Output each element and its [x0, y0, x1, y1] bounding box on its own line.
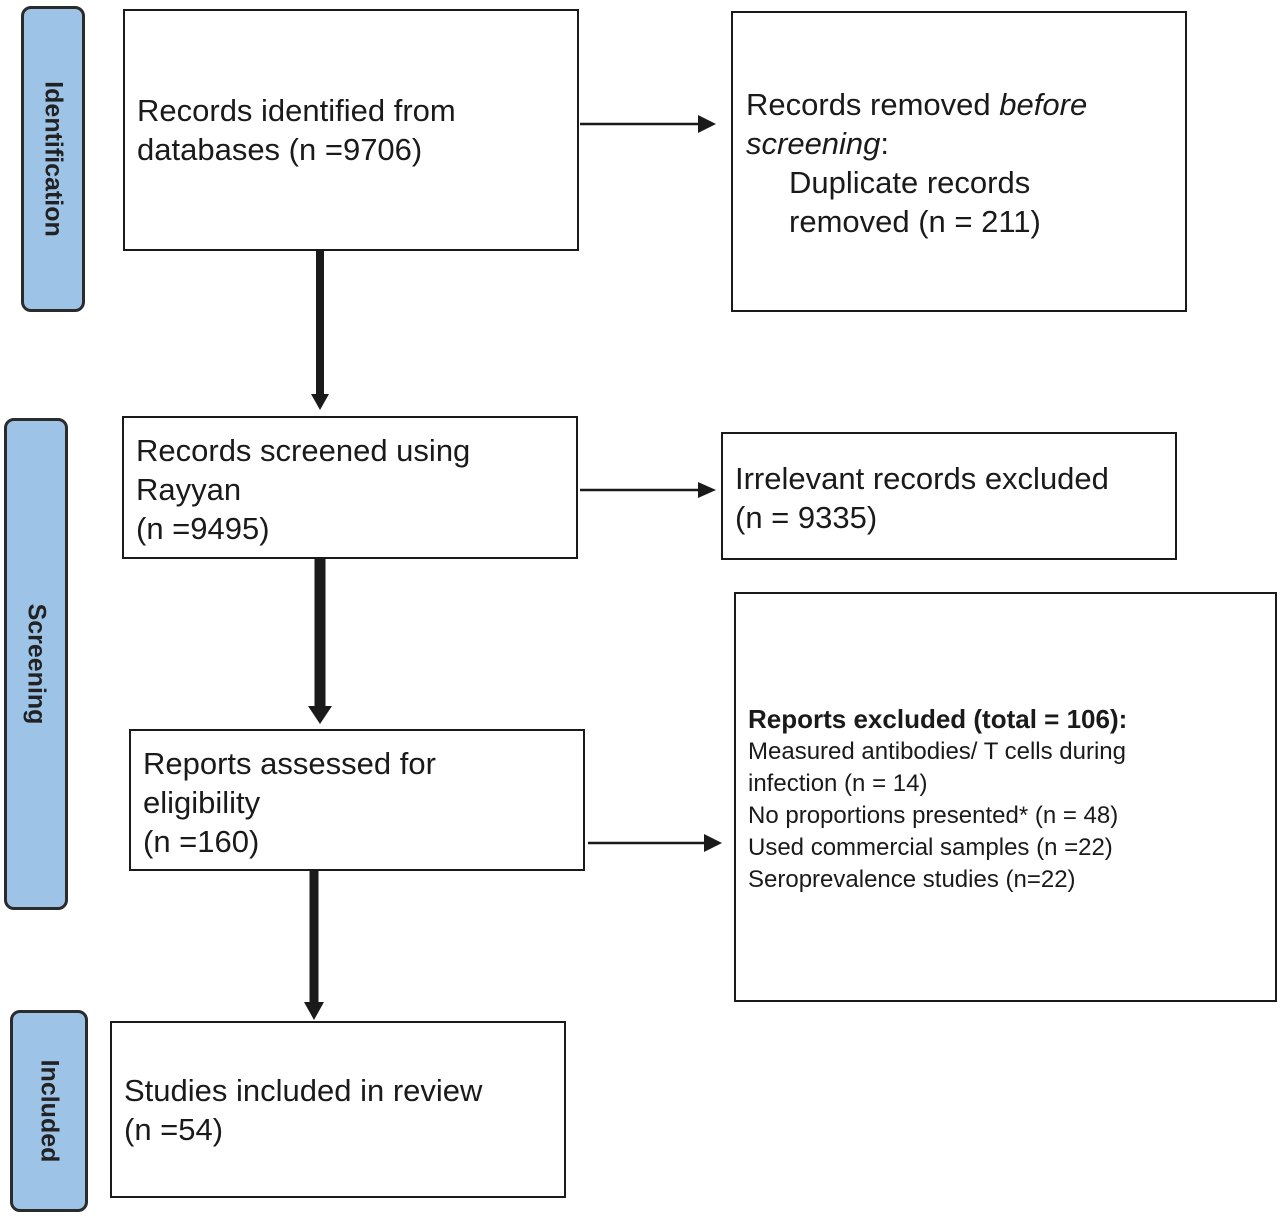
box-reports-excluded	[734, 592, 1277, 1002]
box-studies-included	[110, 1021, 566, 1198]
box-irrelevant-excluded-text: Irrelevant records excluded (n = 9335)	[735, 461, 1109, 535]
box-reports-assessed	[129, 729, 585, 871]
box-irrelevant-excluded	[721, 432, 1177, 560]
reports-excluded-item: Measured antibodies/ T cells during	[748, 738, 1126, 765]
reports-excluded-title: Reports excluded (total = 106):	[748, 704, 1128, 734]
arrow-screened-to-assessed	[308, 558, 332, 724]
box-reports-assessed-text: Reports assessed for eligibility (n =160…	[143, 746, 436, 859]
box-records-removed-text: Records removed before screening: Duplic…	[746, 87, 1088, 239]
box-records-identified-text: Records identified from databases (n =97…	[137, 93, 456, 167]
box-studies-included-text: Studies included in review (n =54)	[124, 1073, 483, 1147]
arrow-assessed-to-reports-excluded	[588, 834, 722, 852]
arrow-identified-to-removed	[580, 115, 716, 133]
arrow-assessed-to-included	[304, 870, 324, 1020]
box-records-removed	[731, 11, 1187, 312]
phase-included: Included	[10, 1010, 88, 1212]
reports-excluded-item: infection (n = 14)	[748, 770, 928, 797]
reports-excluded-item: No proportions presented* (n = 48)	[748, 802, 1119, 829]
reports-excluded-item: Used commercial samples (n =22)	[748, 834, 1113, 861]
box-records-screened	[122, 416, 578, 559]
box-records-screened-text: Records screened using Rayyan (n =9495)	[136, 433, 471, 546]
arrow-identified-to-screened	[311, 250, 329, 410]
phase-screening: Screening	[4, 418, 68, 910]
box-records-identified	[123, 9, 579, 251]
arrow-screened-to-irrelevant	[580, 482, 716, 498]
phase-identification: Identification	[21, 6, 85, 312]
box-reports-excluded-text: Reports excluded (total = 106): Measured…	[748, 702, 1127, 896]
reports-excluded-item: Seroprevalence studies (n=22)	[748, 866, 1076, 893]
